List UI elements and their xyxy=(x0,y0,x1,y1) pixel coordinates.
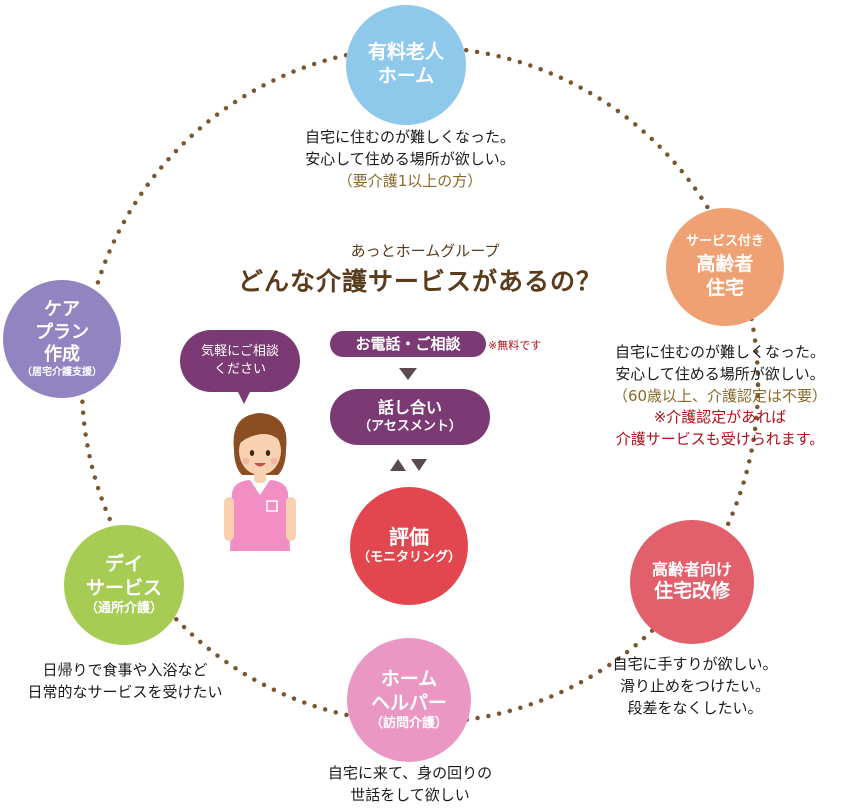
arrow-down-icon xyxy=(399,368,417,380)
caregiver-pocket xyxy=(266,500,278,512)
desc-note: （60歳以上、介護認定は不要） xyxy=(612,386,828,405)
discussion-label: 話し合い xyxy=(377,398,442,418)
desc-home-renovation: 自宅に手すりが欲しい。 滑り止めをつけたい。 段差をなくしたい。 xyxy=(595,654,795,719)
evaluation-label: 評価 xyxy=(389,525,429,550)
caregiver-eye-right xyxy=(265,450,271,456)
desc-line: 安心して住める場所が欲しい。 xyxy=(615,364,825,383)
caregiver-face xyxy=(239,427,281,475)
node-label-line: サービス付き xyxy=(685,233,764,249)
node-label-line: プラン xyxy=(35,321,89,343)
consult-pill[interactable]: お電話・ご相談 xyxy=(330,331,486,357)
caregiver-collar xyxy=(250,480,270,495)
caregiver-uniform xyxy=(230,480,290,551)
desc-line: 自宅に住むのが難しくなった。 xyxy=(614,343,825,361)
caregiver-cheek-left xyxy=(242,457,250,465)
node-sub-label: （通所介護） xyxy=(84,600,163,616)
desc-line: 日常的なサービスを受けたい xyxy=(27,682,223,701)
node-label-line: ケア xyxy=(44,299,80,320)
node-label-line: サービス xyxy=(85,576,162,599)
discussion-pill[interactable]: 話し合い （アセスメント） xyxy=(330,389,490,445)
desc-line: 世話をして欲しい xyxy=(350,785,470,804)
node-label-line: ホーム xyxy=(377,65,435,87)
caregiver-eye-left xyxy=(249,450,255,456)
desc-line: 段差をなくしたい。 xyxy=(627,698,763,717)
node-serviced-housing[interactable]: サービス付き 高齢者 住宅 xyxy=(666,208,784,326)
node-label-line: 住宅改修 xyxy=(653,580,730,603)
node-day-service[interactable]: デイ サービス （通所介護） xyxy=(64,525,184,645)
node-sub-label: （居宅介護支援） xyxy=(22,366,102,378)
caregiver-mouth xyxy=(254,463,266,467)
desc-line: 安心して住める場所が欲しい。 xyxy=(305,149,515,168)
arrow-up-icon xyxy=(390,459,406,471)
ring-dotted-circle xyxy=(79,44,761,726)
node-label-line: 高齢者向け xyxy=(651,560,732,580)
desc-line: 日帰りで食事や入浴など xyxy=(42,661,208,679)
node-label-line: ヘルパー xyxy=(370,691,447,714)
caregiver-arm-left xyxy=(224,497,234,541)
bubble-line: 気軽にご相談 xyxy=(201,344,279,360)
desc-day-service: 日帰りで食事や入浴など 日常的なサービスを受けたい xyxy=(0,660,250,704)
node-label-line: ホーム xyxy=(380,668,438,691)
node-label-line: 有料老人 xyxy=(367,41,444,64)
node-label-line: デイ xyxy=(104,553,143,576)
node-label-line: 高齢者 xyxy=(696,252,754,275)
caregiver-neck xyxy=(254,473,266,483)
desc-home-helper: 自宅に来て、身の回りの 世話をして欲しい xyxy=(280,763,540,807)
node-label-line: 住宅 xyxy=(705,276,744,299)
caregiver-bangs xyxy=(238,421,282,445)
bubble-line: ください xyxy=(213,362,266,377)
caregiver-cheek-right xyxy=(270,457,278,465)
node-label-line: 作成 xyxy=(44,344,80,365)
desc-red-note: 介護サービスも受けられます。 xyxy=(615,430,825,448)
speech-bubble-tail xyxy=(236,388,252,404)
desc-serviced-housing: 自宅に住むのが難しくなった。 安心して住める場所が欲しい。 （60歳以上、介護認… xyxy=(590,342,850,451)
page-title: どんな介護サービスがあるの？ xyxy=(237,267,602,296)
node-home-helper[interactable]: ホーム ヘルパー （訪問介護） xyxy=(347,638,471,762)
desc-red-note: ※介護認定があれば xyxy=(653,408,787,427)
node-nursing-home[interactable]: 有料老人 ホーム xyxy=(346,5,466,125)
desc-line: 自宅に住むのが難しくなった。 xyxy=(304,128,515,146)
group-kicker: あっとホームグループ xyxy=(350,242,500,260)
arrow-down-icon xyxy=(411,459,427,471)
desc-line: 滑り止めをつけたい。 xyxy=(619,676,770,695)
free-note: ※無料です xyxy=(488,339,542,352)
node-care-plan[interactable]: ケア プラン 作成 （居宅介護支援） xyxy=(3,280,121,398)
evaluation-circle[interactable]: 評価 （モニタリング） xyxy=(350,487,468,605)
desc-line: 自宅に来て、身の回りの xyxy=(327,764,493,782)
desc-nursing-home: 自宅に住むのが難しくなった。 安心して住める場所が欲しい。 （要介護1以上の方） xyxy=(250,127,570,192)
node-home-renovation[interactable]: 高齢者向け 住宅改修 xyxy=(630,520,754,644)
discussion-sub-label: （アセスメント） xyxy=(358,418,462,434)
caregiver-arm-right xyxy=(286,497,296,541)
desc-note: （要介護1以上の方） xyxy=(337,171,483,190)
speech-bubble: 気軽にご相談 ください xyxy=(180,330,300,392)
node-sub-label: （訪問介護） xyxy=(369,715,448,731)
evaluation-sub-label: （モニタリング） xyxy=(356,550,461,566)
desc-line: 自宅に手すりが欲しい。 xyxy=(612,655,778,673)
caregiver-illustration xyxy=(224,413,296,551)
